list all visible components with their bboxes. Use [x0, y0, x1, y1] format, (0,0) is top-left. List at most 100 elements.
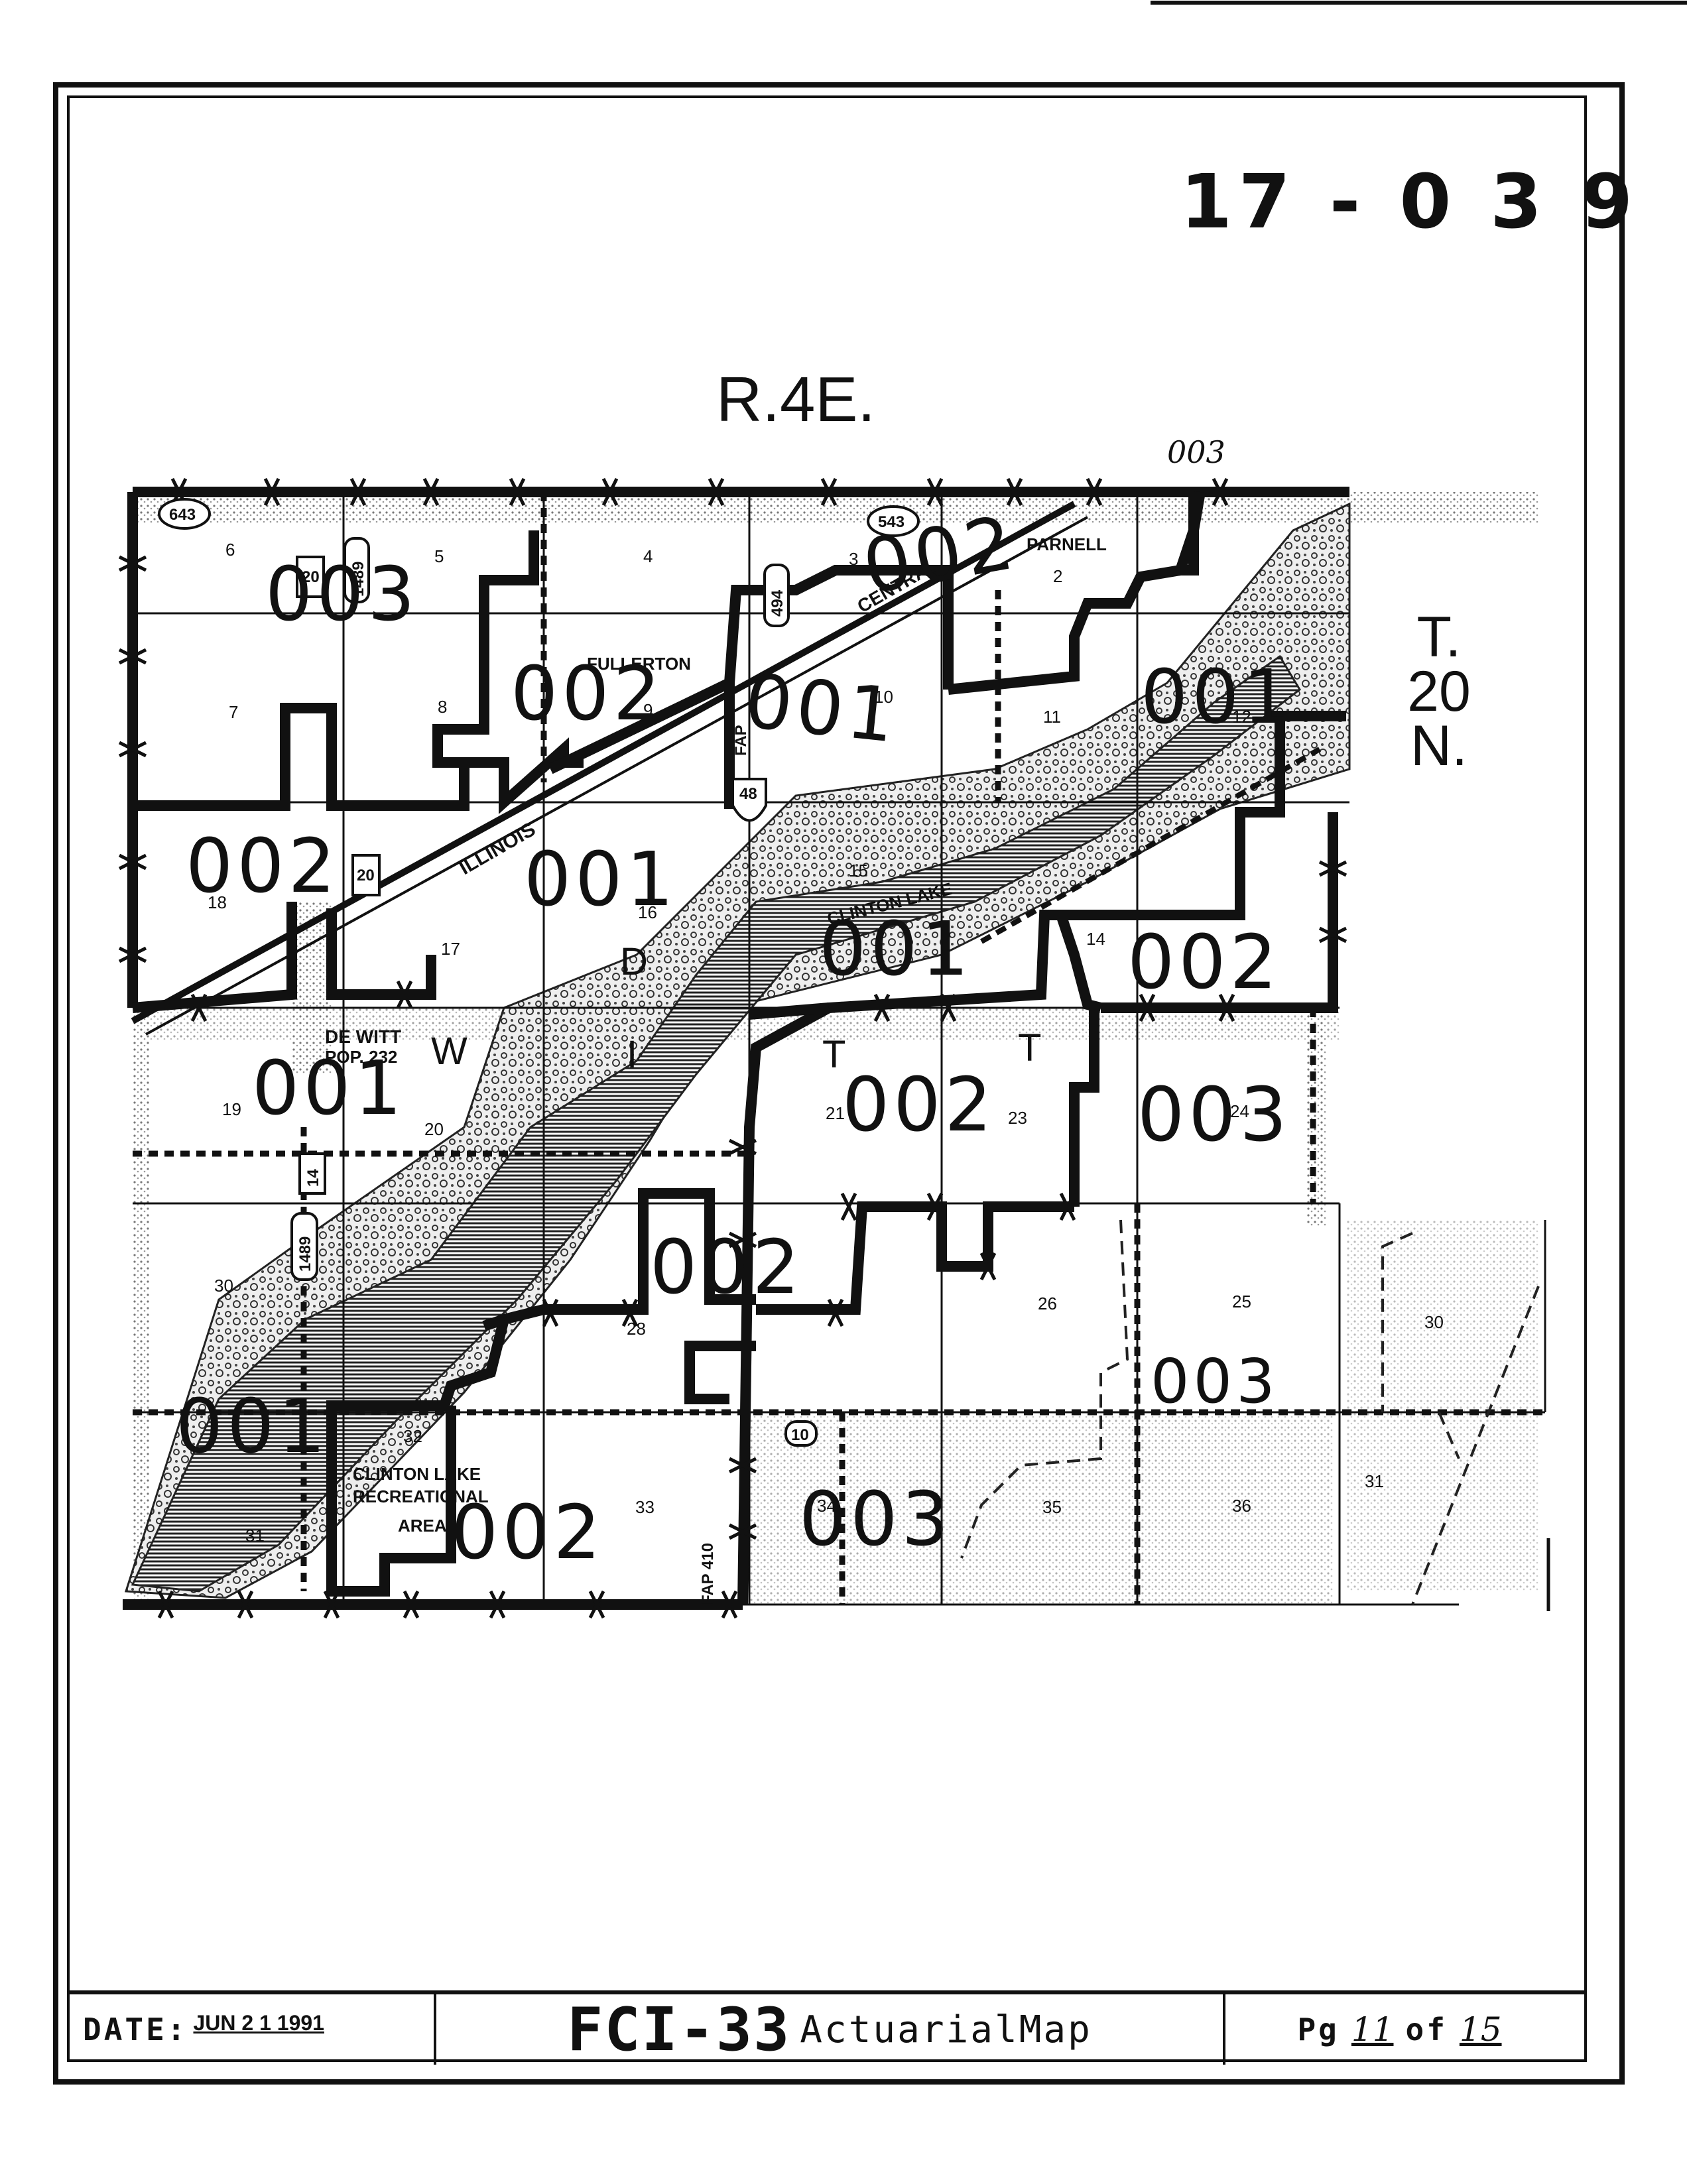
zone-boundaries	[123, 487, 1349, 1610]
page-cell: Pg 11 of 15	[1225, 1994, 1586, 2065]
place-name-pop: POP. 232	[325, 1047, 397, 1067]
date-value: JUN 2 1 1991	[193, 2010, 324, 2035]
boundary-ticks	[118, 477, 1347, 1619]
zone-code: 003	[799, 1477, 953, 1563]
section-label: 8	[438, 697, 447, 717]
section-label: 30	[1424, 1312, 1444, 1332]
section-label: 26	[1038, 1294, 1057, 1313]
zone-code: 003	[265, 552, 419, 638]
section-label: 33	[635, 1497, 655, 1517]
section-label: 20	[424, 1119, 444, 1139]
section-label: 9	[643, 700, 653, 720]
route-shield-label: 14	[304, 1169, 322, 1187]
zone-code: 002	[511, 651, 664, 737]
title-block: DATE: JUN 2 1 1991 FCI-33 ActuarialMap P…	[68, 1990, 1586, 2065]
section-label: 18	[208, 892, 227, 912]
big-letter: I	[627, 1033, 637, 1076]
section-label: 31	[1365, 1471, 1384, 1491]
route-shields: 643 20 1489 543 494 48 20 14 1489 10	[158, 498, 920, 1447]
section-label: 12	[1232, 707, 1251, 727]
place-name-rec-area-2: RECREATIONAL	[353, 1486, 489, 1506]
section-label: 23	[1008, 1108, 1027, 1128]
clinton-lake-area	[124, 502, 1351, 1599]
place-name-parnell: PARNELL	[1027, 534, 1107, 554]
big-letter: T	[822, 1033, 845, 1076]
section-label: 19	[222, 1099, 241, 1119]
stipple-areas	[133, 492, 1538, 1605]
handwritten-note: 003	[1167, 434, 1225, 470]
section-label: 34	[817, 1496, 836, 1516]
dashed-boundaries	[960, 1219, 1540, 1605]
section-label: 21	[826, 1103, 845, 1123]
map-number: 17 - 0 3 9	[1180, 159, 1640, 245]
page-number: 11	[1351, 2010, 1394, 2049]
date-cell: DATE: JUN 2 1 1991	[68, 1994, 436, 2065]
zone-code: 002	[186, 823, 340, 910]
route-shield-label: 48	[739, 785, 757, 803]
of-label: of	[1405, 2012, 1448, 2047]
section-label: 7	[229, 702, 238, 722]
zone-code: 003	[1137, 1072, 1291, 1158]
section-label: 36	[1232, 1496, 1251, 1516]
big-letter: D	[620, 940, 648, 983]
section-label: 4	[643, 546, 653, 566]
place-name-fullerton: FULLERTON	[587, 654, 691, 674]
roads	[133, 492, 1545, 1605]
section-label: 28	[627, 1319, 646, 1339]
zone-code: 001	[252, 1046, 406, 1132]
zone-code: 001	[1141, 654, 1294, 741]
section-label: 6	[225, 540, 235, 560]
route-shield-label: 10	[791, 1426, 809, 1444]
township-line-3: N.	[1410, 714, 1468, 778]
place-name-rec-area-1: CLINTON LAKE	[353, 1464, 481, 1484]
zone-code: 003	[1151, 1346, 1279, 1417]
map-title: ActuarialMap	[800, 2008, 1092, 2051]
route-shield-label: 1489	[349, 562, 367, 597]
section-label: 25	[1232, 1292, 1251, 1311]
zone-code: 002	[451, 1490, 605, 1576]
inner-border	[67, 95, 1587, 2062]
place-name-de-witt: DE WITT	[325, 1026, 401, 1047]
zone-code: 001	[524, 837, 678, 923]
section-label: 10	[874, 687, 893, 707]
route-shield-label: 494	[769, 589, 786, 617]
route-shield-label: 543	[878, 513, 905, 531]
zone-code: 001	[176, 1384, 330, 1470]
route-shield-label: 1489	[296, 1237, 314, 1272]
zone-code: 001	[741, 658, 903, 760]
zone-code: 002	[650, 1225, 804, 1311]
section-label: 30	[214, 1276, 233, 1296]
big-letter: W	[431, 1030, 468, 1073]
section-label: 5	[434, 546, 444, 566]
section-label: 31	[245, 1526, 265, 1546]
township-line-2: 20	[1407, 660, 1471, 723]
section-label: 24	[1230, 1101, 1249, 1121]
page-label: Pg	[1297, 2012, 1340, 2047]
section-label: 14	[1086, 929, 1105, 949]
section-label: 15	[849, 861, 868, 880]
outer-border	[53, 82, 1625, 2085]
zone-code: 002	[842, 1062, 996, 1148]
place-name-rec-area-3: AREA	[398, 1516, 447, 1536]
section-label: 3	[849, 549, 858, 569]
zone-code: 001	[819, 906, 973, 993]
highway-label: FAP 410	[699, 1543, 717, 1605]
range-label: R.4E.	[716, 364, 876, 435]
section-label: 35	[1042, 1497, 1062, 1517]
route-shield-label: 20	[302, 568, 320, 586]
section-label: 2	[1053, 566, 1062, 586]
route-shield-label: 20	[357, 867, 375, 884]
section-label: 17	[441, 939, 460, 959]
page-total: 15	[1459, 2010, 1502, 2049]
zone-code: 002	[1127, 920, 1281, 1006]
section-label: 16	[638, 902, 657, 922]
title-cell: FCI-33 ActuarialMap	[436, 1994, 1225, 2065]
map-code: FCI-33	[567, 1994, 791, 2065]
date-label: DATE:	[83, 2012, 188, 2047]
highway-label-2: FAP	[732, 725, 750, 756]
section-label: 32	[403, 1426, 422, 1446]
route-shield-label: 643	[169, 506, 196, 524]
big-letter: T	[1018, 1026, 1041, 1069]
township-line-1: T.	[1416, 605, 1462, 669]
